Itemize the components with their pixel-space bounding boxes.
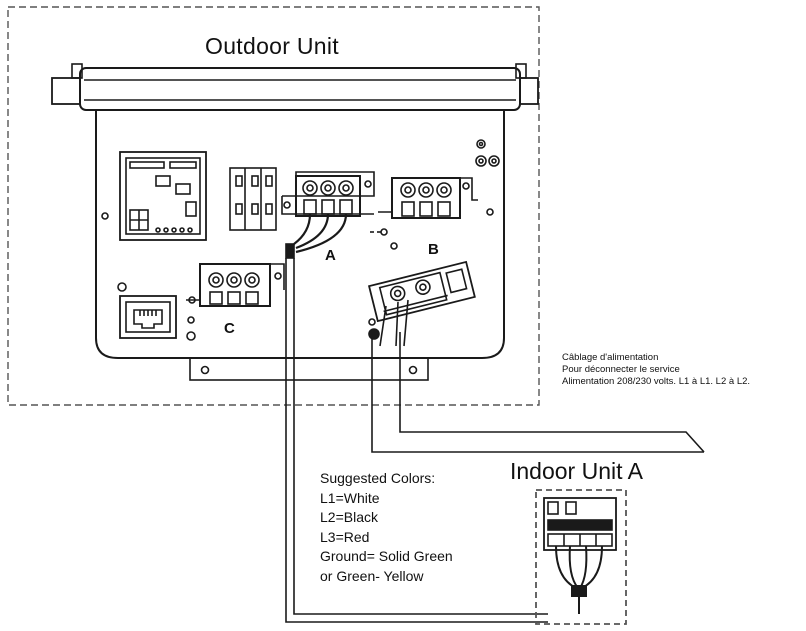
cabinet-lid (51, 63, 539, 111)
indoor-unit-title: Indoor Unit A (510, 458, 643, 484)
power-feed-wires (368, 299, 705, 453)
indoor-wires (555, 545, 603, 614)
color-line: or Green- Yellow (320, 567, 424, 584)
color-line: Ground= Solid Green (320, 548, 453, 564)
terminal-label-c: C (224, 320, 235, 337)
suggested-colors-legend: Suggested Colors: L1=White L2=Black L3=R… (320, 469, 453, 586)
mounting-bracket (189, 357, 429, 381)
data-port-icon (119, 295, 177, 339)
power-note-line: Pour déconnecter le service (562, 364, 680, 375)
terminal-block-c (186, 263, 285, 307)
interconnect-cable (285, 258, 548, 623)
power-terminal-block (367, 260, 476, 323)
color-line: L1=White (320, 489, 380, 506)
power-wiring-note: Câblage d'alimentation Pour déconnecter … (562, 352, 750, 388)
terminal-block-a (281, 171, 375, 217)
terminal-a-wires (293, 213, 348, 254)
power-note-line: Alimentation 208/230 volts. L1 à L1. L2 … (562, 376, 751, 387)
terminal-label-a: A (325, 247, 336, 264)
outdoor-unit-boundary (7, 6, 540, 406)
outdoor-unit-title: Outdoor Unit (205, 33, 339, 59)
color-line: L3=Red (320, 528, 370, 545)
suggested-colors-heading: Suggested Colors: (320, 470, 436, 486)
power-note-line: Câblage d'alimentation (562, 352, 659, 363)
ground-lug (285, 243, 295, 259)
color-line: L2=Black (320, 509, 378, 525)
terminal-block-b (378, 177, 478, 219)
indoor-unit-boundary (535, 489, 627, 625)
terminal-label-b: B (428, 241, 439, 258)
indoor-terminal-board (543, 497, 617, 551)
control-board (119, 151, 207, 241)
contactor-block (229, 167, 277, 231)
